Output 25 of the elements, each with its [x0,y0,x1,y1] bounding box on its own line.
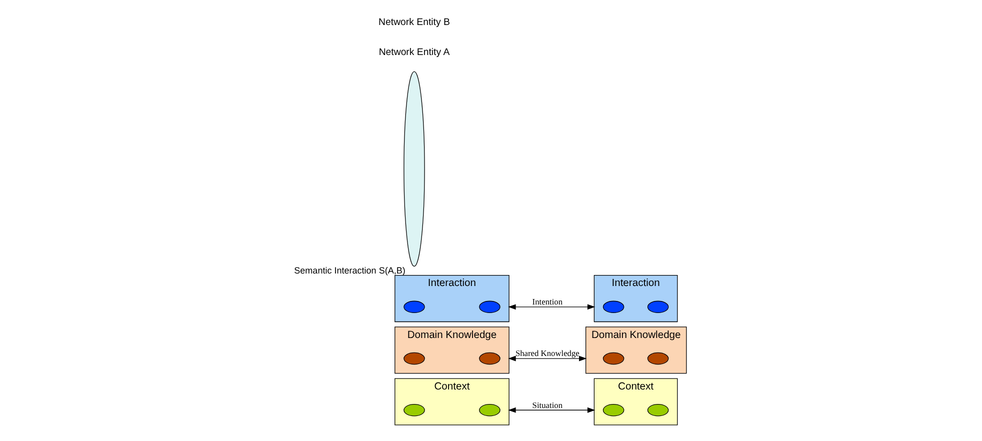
arrow [508,304,596,310]
arrow [508,356,587,362]
node-ellipse [404,404,425,416]
label: Network Entity B [378,16,450,28]
node-ellipse [647,300,669,314]
node-ellipse [602,404,624,416]
node-label: Semantic Interaction S(A,B) [294,266,406,276]
cluster: Domain Knowledge [394,326,510,374]
node-ellipse [479,352,500,365]
arrow [508,407,596,413]
node-ellipse [479,404,500,416]
cluster: Context [594,378,678,426]
node-ellipse [404,300,425,314]
cluster: Interaction [594,275,678,322]
label: Network Entity A [378,47,450,58]
node-ellipse [647,404,669,416]
node-ellipse [404,71,425,267]
cluster: Context [394,378,510,426]
node-ellipse [479,300,500,314]
cluster: Domain Knowledge [585,326,687,374]
node-ellipse [404,352,425,365]
node-ellipse [602,352,624,365]
node-ellipse [602,300,624,314]
cluster: Interaction [394,275,510,322]
node-ellipse [647,352,669,365]
